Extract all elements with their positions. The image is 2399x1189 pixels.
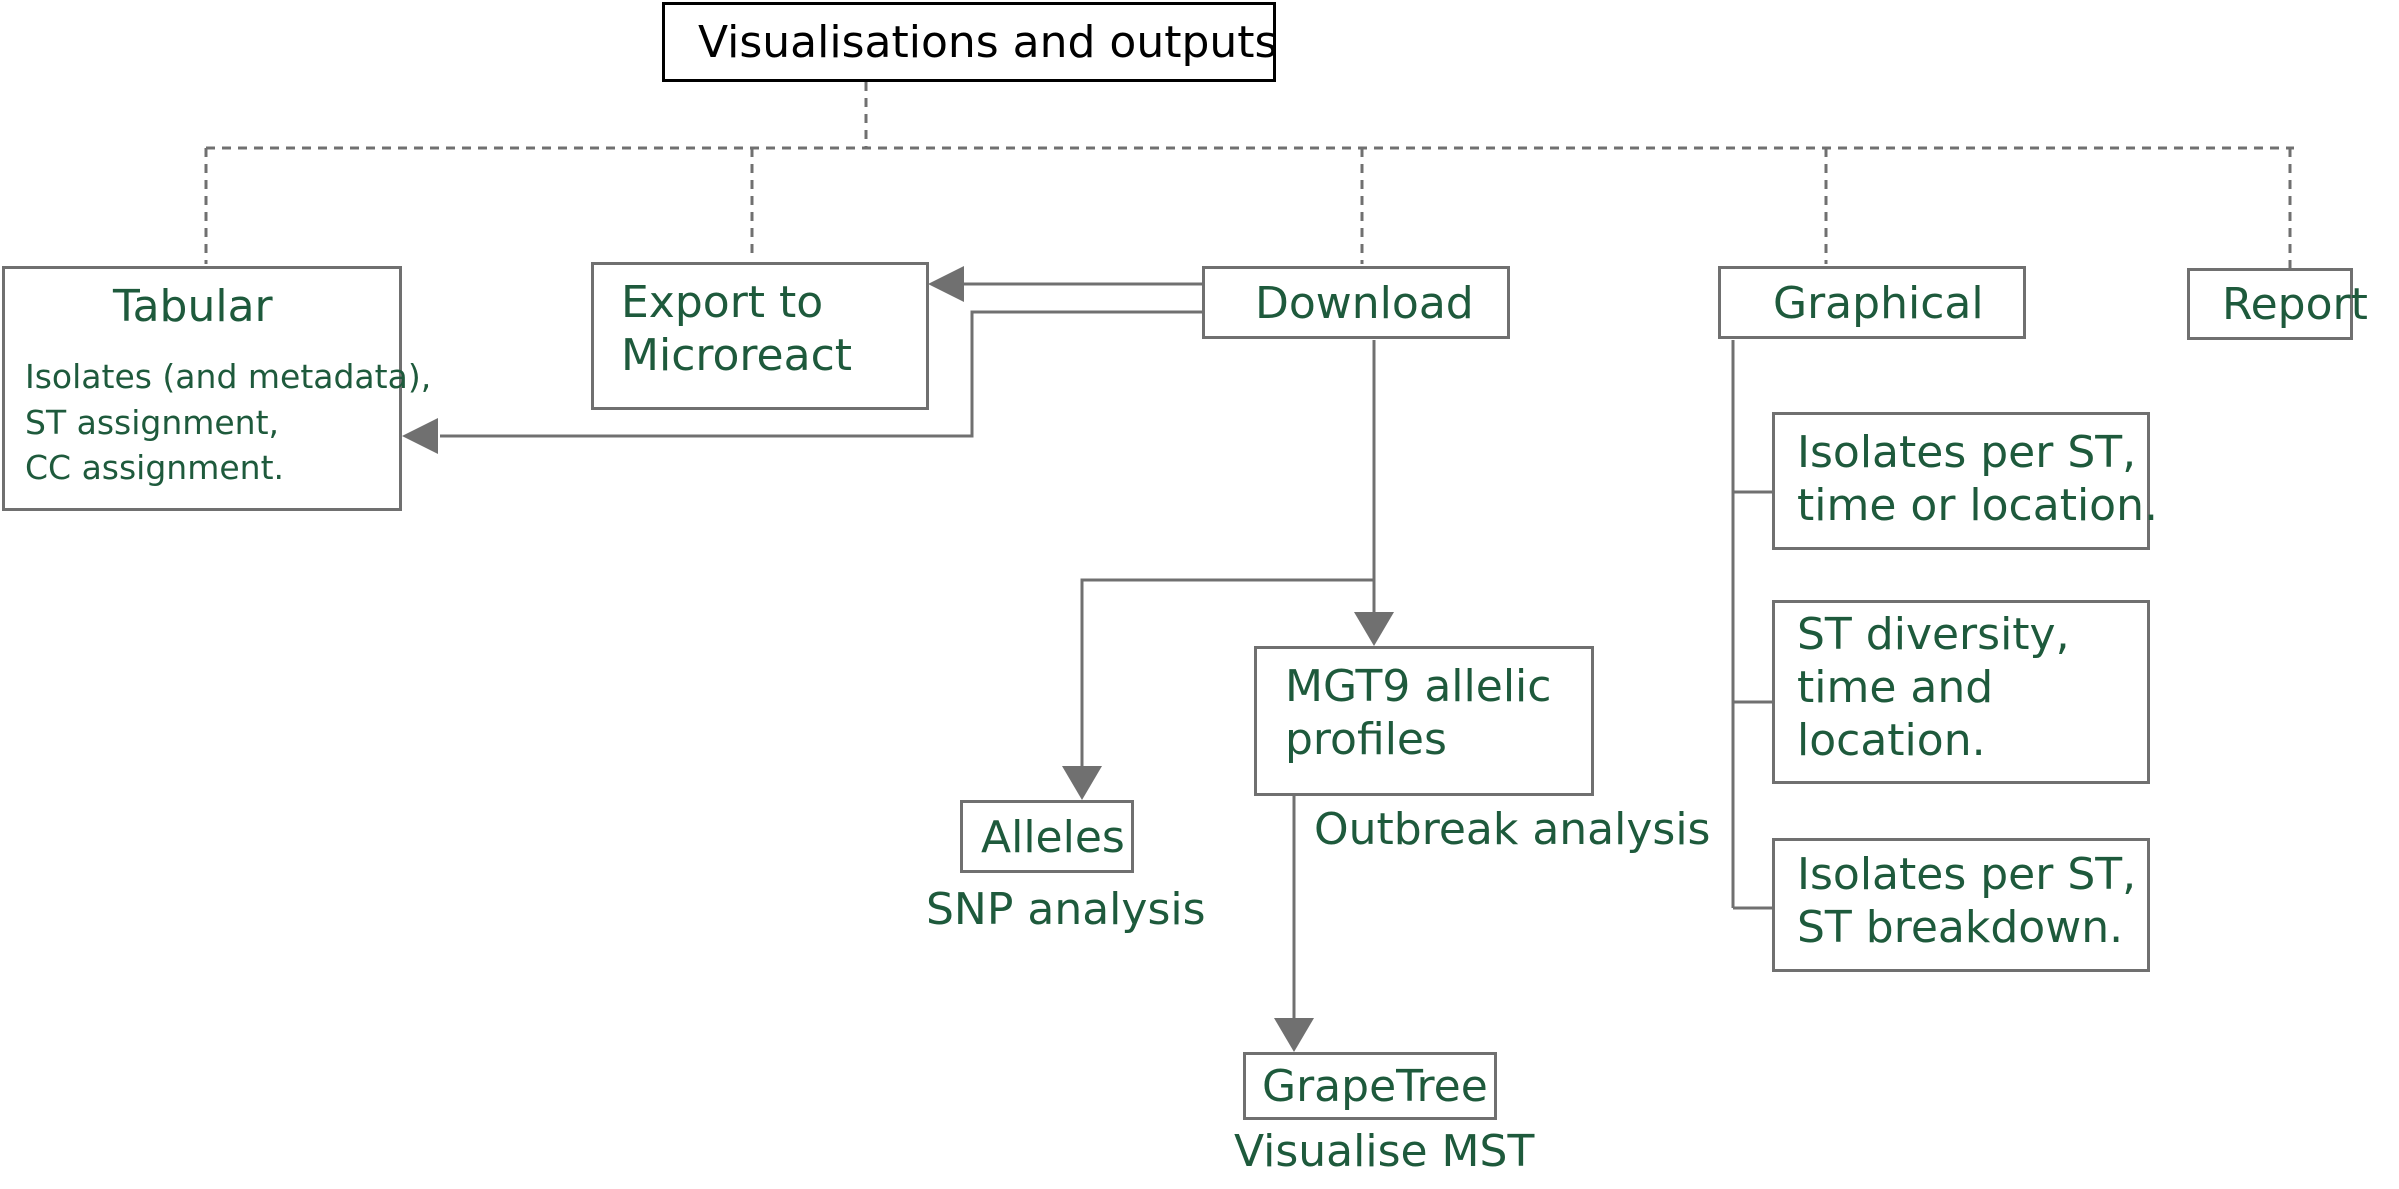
alleles-node: Alleles xyxy=(960,800,1134,873)
mgt9-label: MGT9 allelic profiles xyxy=(1285,661,1552,765)
report-node: Report xyxy=(2187,268,2368,340)
graph-item-1-label: Isolates per ST, time or location. xyxy=(1797,427,2158,531)
arrowhead-grapetree xyxy=(1274,1018,1314,1052)
graphical-label: Graphical xyxy=(1773,278,1984,329)
grapetree-node: GrapeTree xyxy=(1243,1052,1497,1120)
graphical-node: Graphical xyxy=(1718,266,2026,339)
alleles-caption: SNP analysis xyxy=(926,884,1206,935)
link-download-alleles xyxy=(1080,578,1374,768)
tabular-label: Tabular xyxy=(113,281,273,332)
graph-item-3: Isolates per ST, ST breakdown. xyxy=(1772,838,2150,972)
arrowhead-alleles xyxy=(1062,766,1102,800)
graph-item-2: ST diversity, time and location. xyxy=(1772,600,2150,784)
arrowhead-tabular xyxy=(402,418,438,454)
grapetree-label: GrapeTree xyxy=(1262,1061,1488,1112)
tabular-detail: Isolates (and metadata), ST assignment, … xyxy=(25,357,432,488)
arrowhead-export xyxy=(928,266,964,302)
grapetree-caption: Visualise MST xyxy=(1234,1126,1535,1177)
graph-item-2-label: ST diversity, time and location. xyxy=(1797,609,2070,766)
download-node: Download xyxy=(1202,266,1510,339)
export-microreact-node: Export to Microreact xyxy=(591,262,929,410)
export-microreact-label: Export to Microreact xyxy=(621,277,853,381)
alleles-label: Alleles xyxy=(981,812,1125,863)
graph-item-1: Isolates per ST, time or location. xyxy=(1772,412,2158,550)
mgt9-node: MGT9 allelic profiles xyxy=(1254,646,1594,796)
graph-item-3-label: Isolates per ST, ST breakdown. xyxy=(1797,849,2137,953)
diagram-title: Visualisations and outputs xyxy=(698,17,1278,68)
arrowhead-mgt9 xyxy=(1354,612,1394,646)
tabular-node: Tabular Isolates (and metadata), ST assi… xyxy=(2,266,431,511)
report-label: Report xyxy=(2222,279,2368,330)
mgt9-caption: Outbreak analysis xyxy=(1314,804,1711,855)
download-label: Download xyxy=(1255,278,1474,329)
link-download-tabular xyxy=(440,310,1202,438)
title-box: Visualisations and outputs xyxy=(662,2,1278,82)
dashed-tree xyxy=(204,82,2294,268)
